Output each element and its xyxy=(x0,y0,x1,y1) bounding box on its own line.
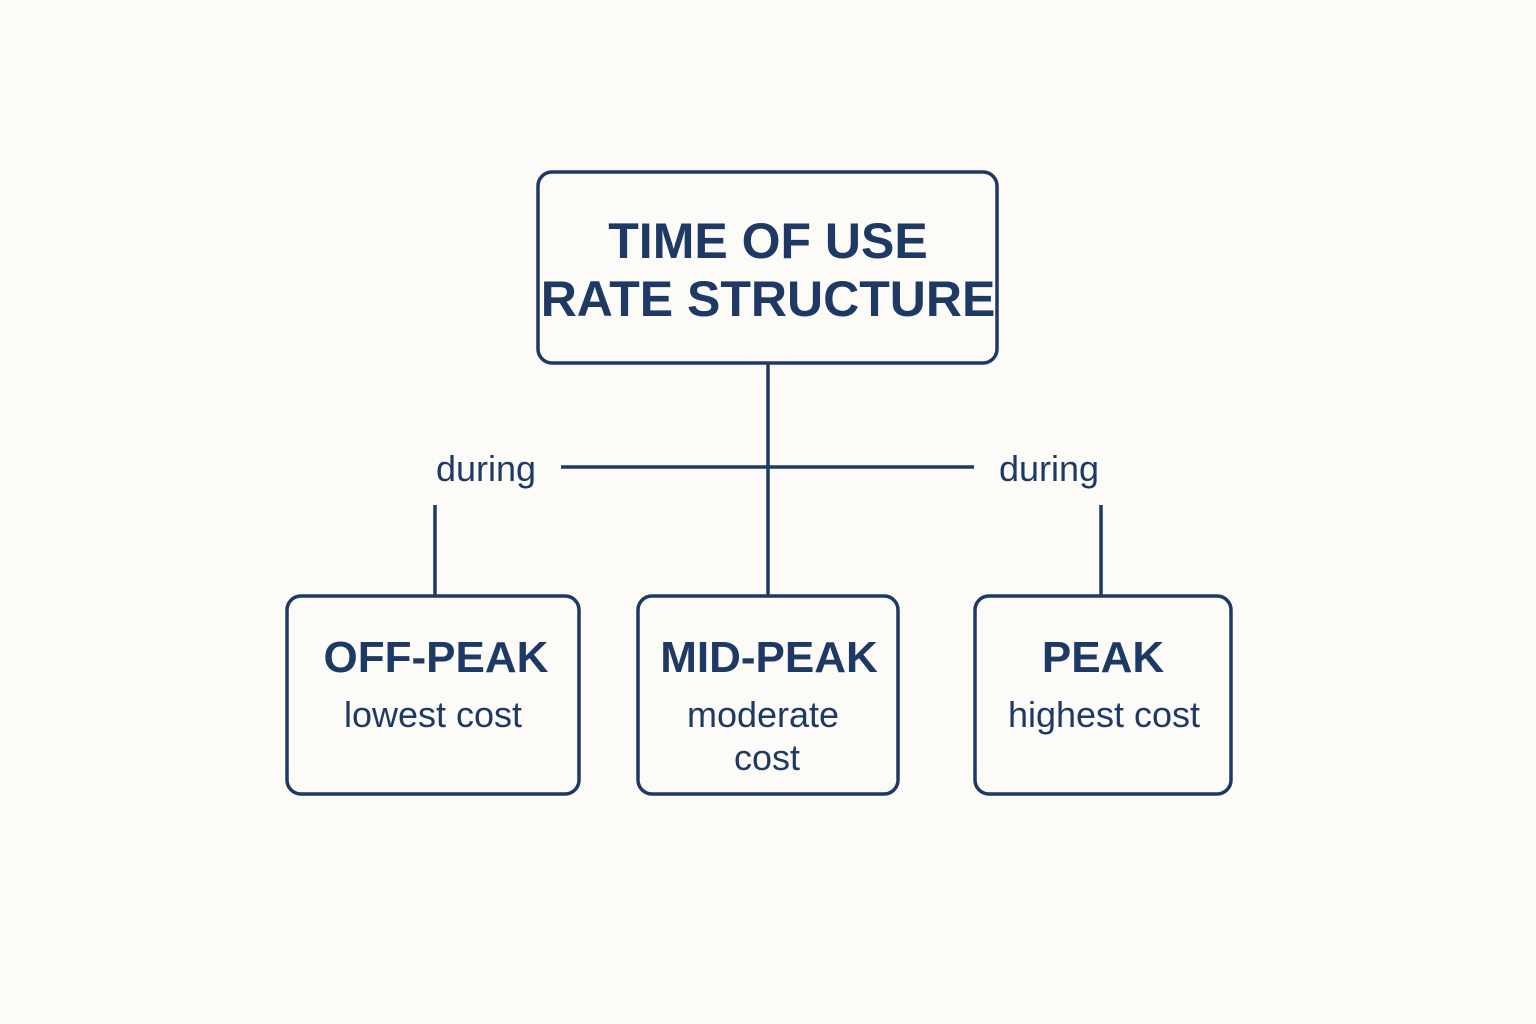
edge-label-during-left: during xyxy=(436,448,536,489)
off-peak-node-box xyxy=(285,594,581,796)
peak-desc: highest cost xyxy=(1008,694,1200,735)
off-peak-desc: lowest cost xyxy=(344,694,522,735)
root-node-box xyxy=(536,170,999,365)
mid-peak-desc-line1: moderate xyxy=(687,694,839,735)
peak-node-box xyxy=(973,594,1233,796)
off-peak-node: OFF-PEAK lowest cost xyxy=(285,594,581,796)
root-title-line1: TIME OF USE xyxy=(608,213,927,269)
peak-node: PEAK highest cost xyxy=(973,594,1233,796)
mid-peak-node: MID-PEAK moderate cost xyxy=(636,594,900,796)
off-peak-title: OFF-PEAK xyxy=(324,633,549,682)
mid-peak-desc-line2: cost xyxy=(734,737,800,778)
peak-title: PEAK xyxy=(1042,633,1164,682)
edge-label-during-right: during xyxy=(999,448,1099,489)
mid-peak-title: MID-PEAK xyxy=(660,633,878,682)
mid-peak-node-box xyxy=(636,594,900,796)
root-title-line2: RATE STRUCTURE xyxy=(541,271,996,327)
root-node: TIME OF USE RATE STRUCTURE xyxy=(536,170,999,365)
